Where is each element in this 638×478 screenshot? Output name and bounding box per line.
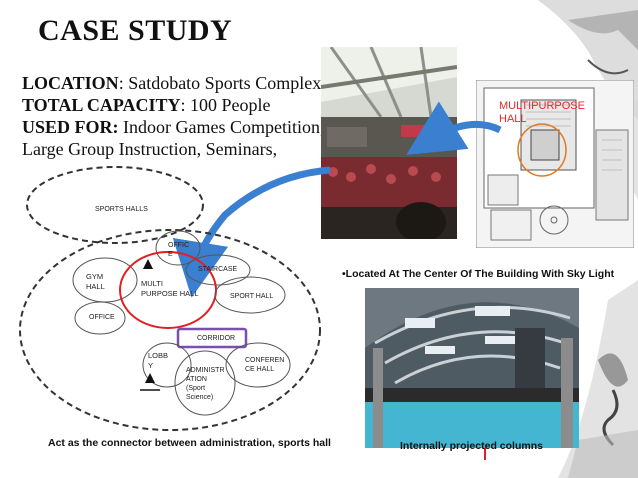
staircase-bubble [185, 254, 251, 286]
hall-roof-photo [365, 288, 579, 448]
label-sport-hall: SPORT HALL [230, 293, 274, 300]
capacity-line: TOTAL CAPACITY: 100 People [22, 95, 271, 115]
conference-hall-bubble [225, 342, 291, 388]
corridor-box [176, 327, 248, 349]
bubble-diagram [19, 166, 321, 431]
plan-label-line1: MULTIPURPOSE [499, 100, 585, 112]
sports-halls-bubble [26, 166, 204, 244]
label-office: OFFICE [89, 314, 115, 321]
caption-columns: Internally projected columns [400, 440, 543, 452]
office-top-bubble [155, 230, 201, 266]
complex-boundary-bubble [19, 229, 321, 431]
office-bubble [74, 301, 126, 335]
usage-line: USED FOR: Indoor Games Competition, Larg… [22, 117, 325, 159]
lobby-bubble [142, 342, 192, 388]
interior-photo [321, 47, 457, 239]
sport-hall-bubble [214, 276, 286, 314]
entry-marker-icon [145, 373, 155, 383]
location-line: LOCATION: Satdobato Sports Complex [22, 73, 322, 93]
label-staircase: STAIRCASE [198, 266, 238, 273]
gym-hall-bubble [72, 257, 138, 303]
caption-connector: Act as the connector between administrat… [48, 437, 331, 449]
label-sports-halls: SPORTS HALLS [95, 206, 148, 213]
project-info: LOCATION: Satdobato Sports Complex TOTAL… [22, 72, 367, 160]
site-floor-plan [476, 80, 634, 248]
entry-marker-icon [143, 259, 153, 269]
page-title: CASE STUDY [38, 14, 233, 47]
plan-label: MULTIPURPOSE HALL [499, 100, 585, 126]
plan-label-line2: HALL [499, 113, 527, 125]
administration-bubble [174, 350, 236, 416]
label-corridor: CORRIDOR [197, 335, 236, 342]
caption-center: •Located At The Center Of The Building W… [342, 268, 615, 280]
